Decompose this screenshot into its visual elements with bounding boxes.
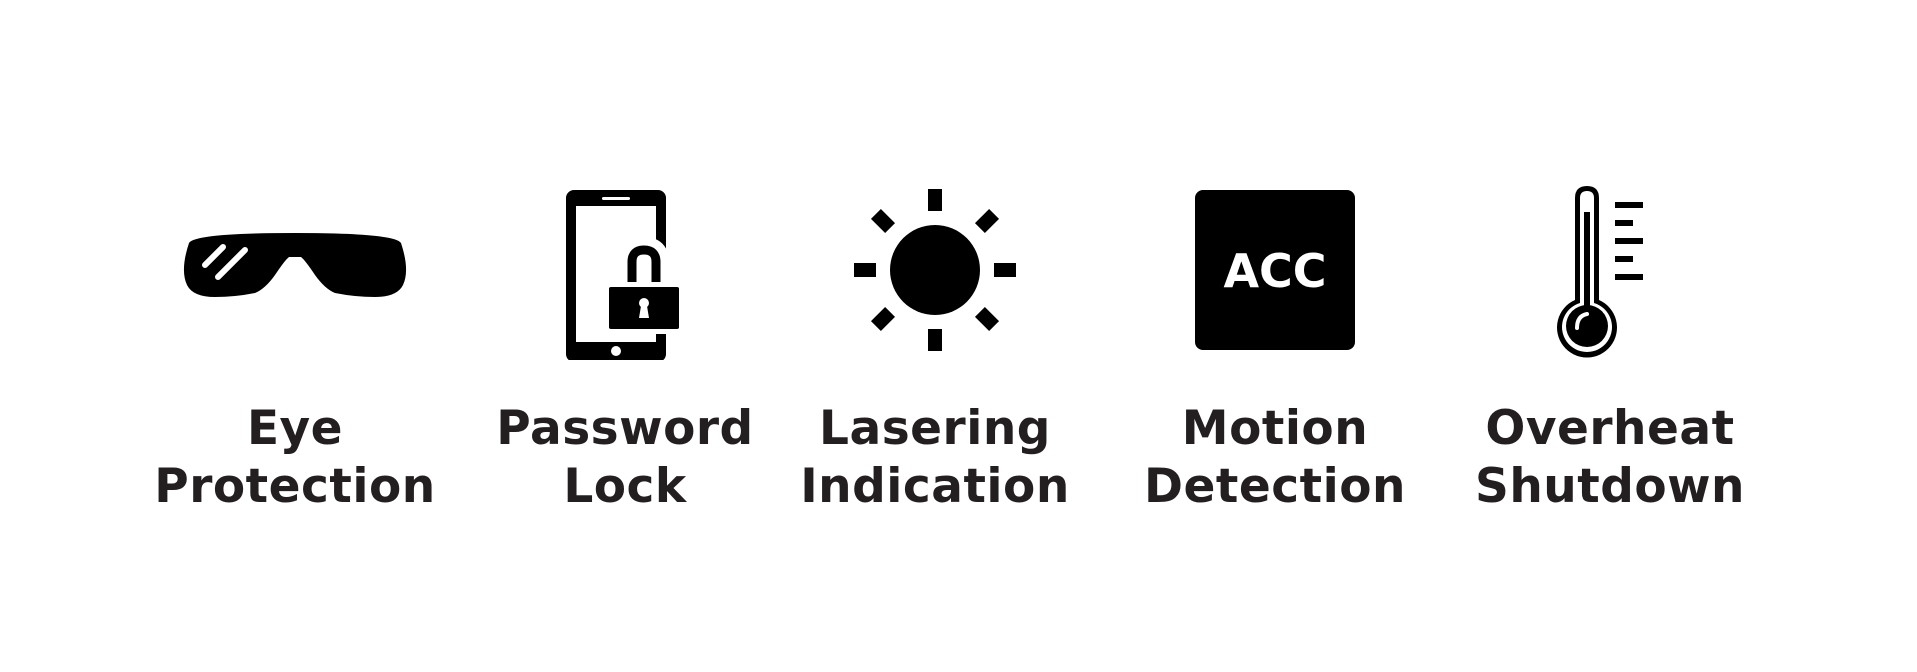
feature-label-line2: Protection bbox=[154, 459, 436, 514]
feature-motion-detection: ACC Motion Detection bbox=[1110, 170, 1440, 530]
feature-label-line1: Overheat bbox=[1485, 401, 1735, 456]
feature-label: Lasering Indication bbox=[770, 400, 1100, 516]
feature-label-line1: Password bbox=[496, 401, 754, 456]
goggles-icon bbox=[130, 170, 460, 370]
feature-label: Motion Detection bbox=[1110, 400, 1440, 516]
feature-eye-protection: Eye Protection bbox=[130, 170, 460, 530]
feature-overheat-shutdown: Overheat Shutdown bbox=[1445, 170, 1775, 530]
feature-label-line2: Shutdown bbox=[1474, 459, 1746, 514]
feature-password-lock: Password Lock bbox=[460, 170, 790, 530]
feature-label-line1: Eye bbox=[246, 401, 344, 456]
thermometer-icon bbox=[1445, 170, 1775, 370]
feature-label-line2: Indication bbox=[800, 459, 1070, 514]
feature-label: Overheat Shutdown bbox=[1445, 400, 1775, 516]
sun-icon bbox=[770, 170, 1100, 370]
phone-padlock-icon bbox=[460, 170, 790, 370]
feature-lasering-indication: Lasering Indication bbox=[770, 170, 1100, 530]
feature-label: Eye Protection bbox=[130, 400, 460, 516]
feature-label-line1: Motion bbox=[1181, 401, 1369, 456]
feature-label-line2: Detection bbox=[1144, 459, 1406, 514]
feature-label-line1: Lasering bbox=[819, 401, 1051, 456]
feature-label: Password Lock bbox=[460, 400, 790, 516]
acc-icon-text: ACC bbox=[1223, 244, 1326, 298]
feature-label-line2: Lock bbox=[563, 459, 687, 514]
acc-sensor-icon: ACC bbox=[1110, 170, 1440, 370]
